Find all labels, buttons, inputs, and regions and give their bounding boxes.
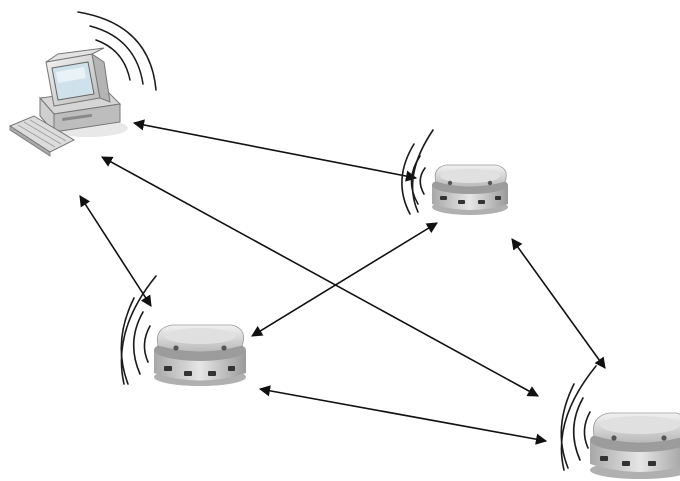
mobile-robot-icon <box>154 324 246 386</box>
link-computer-robot-a <box>79 195 152 307</box>
link-computer-robot-b <box>132 119 418 182</box>
mobile-robot-icon <box>590 412 680 479</box>
mobile-robot-a <box>120 275 246 386</box>
link-robot-a-robot-c <box>258 385 548 445</box>
desktop-computer-icon <box>8 47 128 157</box>
mobile-robot-icon <box>432 164 508 215</box>
link-robot-b-robot-c <box>511 238 606 369</box>
links <box>79 119 606 445</box>
wireless-signal-icon <box>401 129 434 215</box>
mobile-robot-c <box>560 365 680 479</box>
wireless-signal-icon <box>77 11 157 91</box>
wireless-signal-icon <box>560 365 597 471</box>
wireless-signal-icon <box>120 275 157 385</box>
link-robot-a-robot-b <box>251 222 438 337</box>
mobile-robot-b <box>401 129 508 215</box>
